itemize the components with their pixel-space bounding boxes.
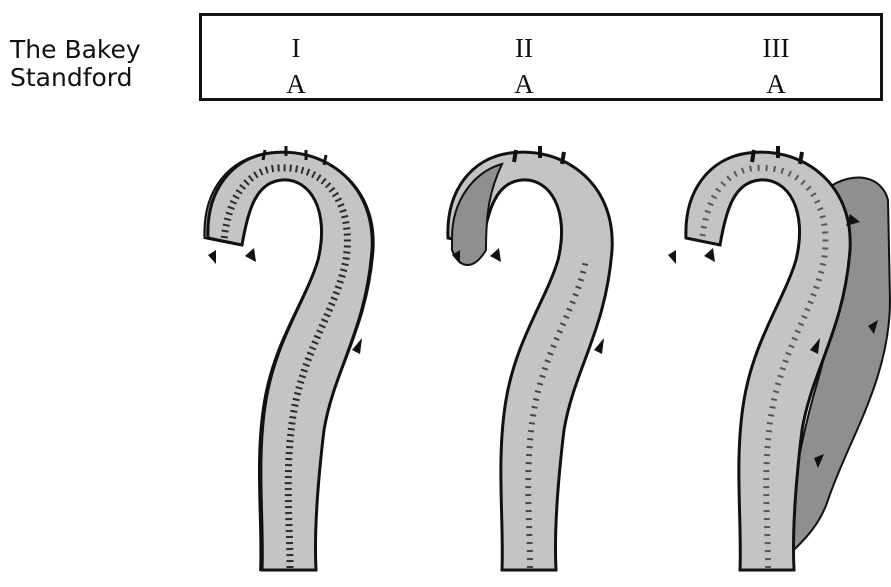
aorta-type-1	[204, 146, 373, 570]
aorta-type-3	[668, 146, 890, 570]
aorta-type-2	[448, 146, 612, 570]
aorta-3-flow-arrow	[704, 248, 715, 262]
aorta-2-false-lumen	[452, 164, 502, 265]
aorta-2-flow-arrow	[490, 248, 501, 262]
aorta-3-flow-arrow	[668, 250, 676, 264]
aorta-2-flow-arrow	[594, 338, 604, 354]
aorta-1-flow-arrow	[245, 248, 256, 262]
aorta-1-flow-arrow	[208, 250, 216, 264]
